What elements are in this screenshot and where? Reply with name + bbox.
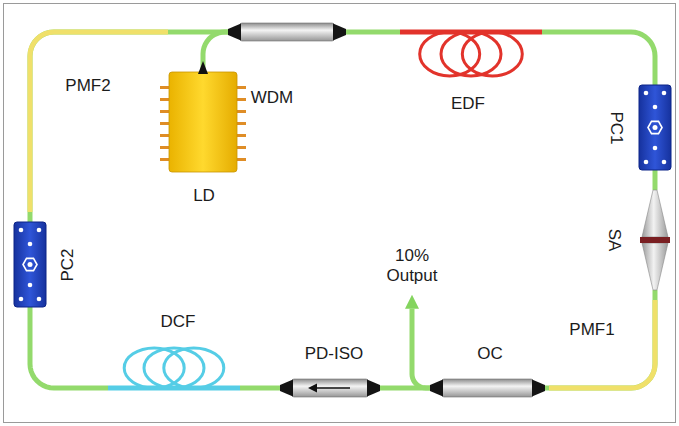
paddle-screw bbox=[19, 228, 24, 233]
fiber-label: PMF2 bbox=[65, 76, 110, 96]
paddle-screw bbox=[653, 146, 658, 151]
component-label: OC bbox=[477, 344, 503, 364]
paddle-body bbox=[639, 85, 671, 170]
fiber-connector bbox=[653, 170, 658, 190]
connector-cone bbox=[642, 190, 668, 237]
component-body bbox=[240, 23, 334, 41]
paddle-knob bbox=[653, 125, 658, 130]
connector-cone bbox=[642, 243, 668, 290]
dispersion-fiber-coil: DCF bbox=[108, 378, 240, 398]
isolator: PD-ISO bbox=[280, 378, 380, 398]
fiber-loop bbox=[462, 32, 522, 76]
saturable-absorber: SA bbox=[642, 190, 668, 290]
saturable-absorber-symbol bbox=[642, 190, 668, 290]
component-label: DCF bbox=[161, 312, 196, 332]
polarization-controller: PC1 bbox=[639, 85, 671, 170]
fiber-ferrule bbox=[532, 380, 545, 397]
fiber-connector bbox=[203, 32, 228, 72]
fiber-pigtail bbox=[198, 61, 208, 74]
fiber-ferrule bbox=[367, 380, 380, 397]
output-label: 10% Output bbox=[374, 244, 450, 295]
pmf-fiber-segment bbox=[30, 32, 168, 212]
optical-coupler-symbol bbox=[430, 378, 545, 398]
laser-diode-symbol bbox=[160, 72, 246, 172]
optical-coupler: OC bbox=[430, 378, 545, 398]
paddle-screw bbox=[653, 105, 658, 110]
component-body bbox=[292, 379, 368, 397]
component-label: PC1 bbox=[606, 111, 626, 144]
fiber-connector bbox=[542, 32, 655, 85]
paddle-knob bbox=[648, 121, 662, 133]
paddle-screw bbox=[37, 297, 42, 302]
component-label: LD bbox=[193, 186, 215, 206]
erbium-fiber-coil: EDF bbox=[400, 22, 542, 42]
paddle-screw bbox=[28, 283, 33, 288]
paddle-knob bbox=[28, 262, 33, 267]
component-label: PD-ISO bbox=[305, 344, 364, 364]
frame-border bbox=[4, 4, 676, 423]
fiber-connector bbox=[545, 290, 655, 388]
fiber-connector bbox=[346, 30, 400, 35]
fiber-ferrule bbox=[228, 24, 241, 41]
erbium-fiber-coil-symbol bbox=[400, 22, 542, 42]
fiber-ferrule bbox=[430, 380, 443, 397]
component-label: WDM bbox=[251, 88, 293, 108]
paddle-screw bbox=[28, 242, 33, 247]
fiber-ferrule bbox=[333, 24, 346, 41]
fiber-loop bbox=[164, 348, 224, 388]
fiber-connector bbox=[240, 386, 280, 391]
polarization-controller-symbol bbox=[14, 222, 46, 307]
component-label: SA bbox=[604, 229, 624, 252]
fiber-ferrule bbox=[280, 380, 293, 397]
fiber-connector bbox=[30, 307, 108, 388]
wdm-coupler-symbol bbox=[228, 22, 346, 42]
output-port: 10% Output bbox=[374, 244, 450, 295]
paddle-screw bbox=[37, 228, 42, 233]
component-label: PC2 bbox=[58, 248, 78, 281]
output-arrow bbox=[412, 309, 430, 388]
direction-arrow bbox=[308, 384, 317, 393]
polarization-controller-symbol bbox=[639, 85, 671, 170]
pmf-fiber-segment bbox=[549, 300, 655, 388]
paddle-body bbox=[14, 222, 46, 307]
wdm-coupler: WDM bbox=[228, 22, 346, 42]
laser-diode: LD bbox=[160, 72, 246, 172]
isolator-symbol bbox=[280, 378, 380, 398]
component-body bbox=[442, 379, 533, 397]
paddle-screw bbox=[19, 297, 24, 302]
paddle-screw bbox=[644, 160, 649, 165]
component-label: EDF bbox=[451, 94, 485, 114]
paddle-screw bbox=[662, 160, 667, 165]
dispersion-fiber-coil-symbol bbox=[108, 378, 240, 398]
polarization-controller: PC2 bbox=[14, 222, 46, 307]
paddle-screw bbox=[662, 91, 667, 96]
direction-arrow bbox=[314, 387, 350, 389]
absorber-film bbox=[640, 237, 670, 243]
fiber-label: PMF1 bbox=[569, 320, 614, 340]
paddle-screw bbox=[644, 91, 649, 96]
chip-body bbox=[169, 72, 237, 172]
paddle-knob bbox=[23, 258, 37, 270]
